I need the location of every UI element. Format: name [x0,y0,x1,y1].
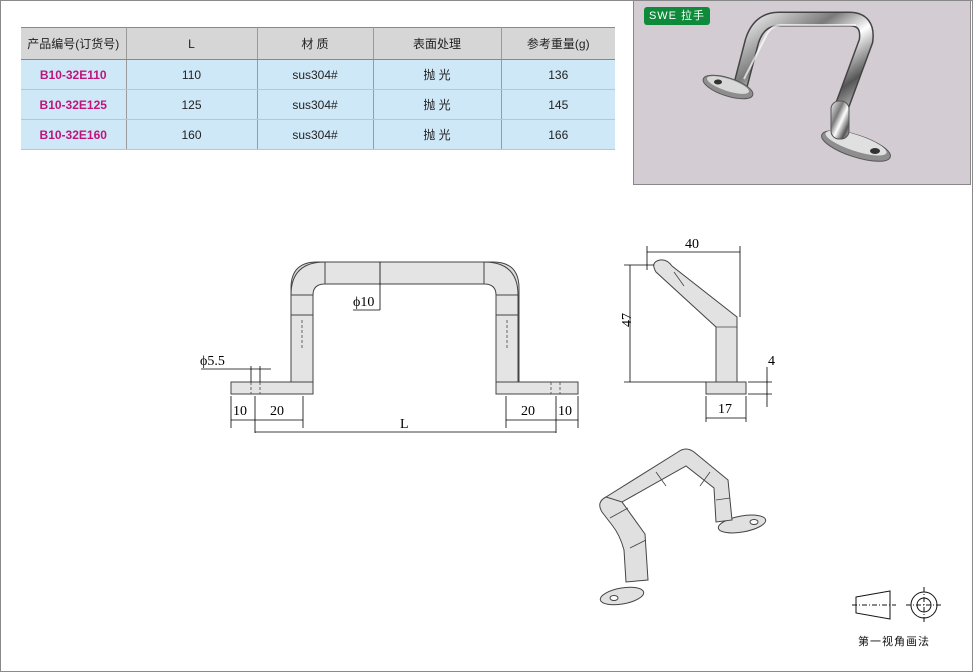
cell-weight: 136 [501,59,615,90]
cell-code: B10-32E160 [21,119,127,150]
cell-length: 160 [126,119,258,150]
length-label: L [400,417,409,432]
cell-length: 125 [126,89,258,120]
col-header-length: L [126,27,258,60]
side-base-label: 17 [718,402,732,417]
side-thickness-label: 4 [768,354,775,369]
cell-weight: 166 [501,119,615,150]
dia-label: ϕ10 [353,295,374,310]
table-row: B10-32E110 110 sus304# 抛 光 136 [21,59,615,90]
spec-table: 产品编号(订货号) L 材 质 表面处理 参考重量(g) B10-32E110 … [21,27,615,150]
hole-dia-label: ϕ5.5 [200,354,225,369]
cell-surface: 抛 光 [373,59,502,90]
table-row: B10-32E160 160 sus304# 抛 光 166 [21,119,615,150]
col-header-weight: 参考重量(g) [501,27,615,60]
brand-badge: SWE 拉手 [644,7,710,25]
dim-10-left: 10 [233,404,247,419]
cell-material: sus304# [257,119,374,150]
cell-surface: 抛 光 [373,89,502,120]
col-header-code: 产品编号(订货号) [21,27,127,60]
cell-code: B10-32E110 [21,59,127,90]
dim-20-right: 20 [521,404,535,419]
col-header-material: 材 质 [257,27,374,60]
table-row: B10-32E125 125 sus304# 抛 光 145 [21,89,615,120]
dim-10-right: 10 [558,404,572,419]
product-photo [633,0,971,185]
cell-code: B10-32E125 [21,89,127,120]
table-header-row: 产品编号(订货号) L 材 质 表面处理 参考重量(g) [21,27,615,60]
side-width-label: 40 [685,237,699,252]
projection-symbol [852,587,942,623]
dim-20-left: 20 [270,404,284,419]
cell-weight: 145 [501,89,615,120]
handle-photo-illustration [702,11,891,162]
side-view-drawing: 40 47 4 17 [620,237,775,422]
cell-material: sus304# [257,59,374,90]
col-header-surface: 表面处理 [373,27,502,60]
side-height-label: 47 [620,313,635,327]
isometric-view-drawing [599,448,767,606]
cell-surface: 抛 光 [373,119,502,150]
projection-label: 第一视角画法 [858,636,930,648]
cell-material: sus304# [257,89,374,120]
front-view-drawing: ϕ10 ϕ5.5 10 20 20 10 L [200,261,579,433]
cell-length: 110 [126,59,258,90]
